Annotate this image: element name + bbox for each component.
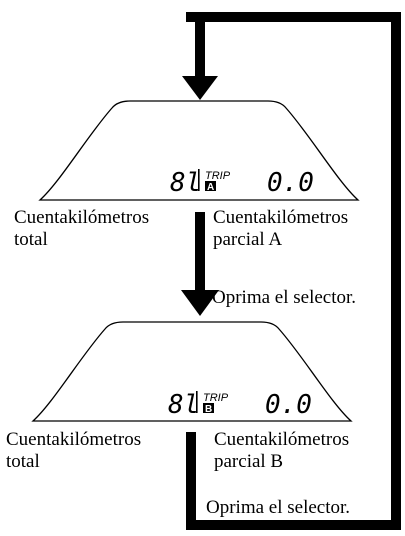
display-b-trip-word: TRIP	[203, 392, 229, 404]
display-a-trip-badge	[205, 181, 216, 191]
display-a-total-label: Cuentakilómetros total	[14, 207, 149, 251]
display-a-trip-label-text: Cuentakilómetros parcial A	[213, 207, 349, 250]
display-a-trip-value: 0.0	[267, 168, 314, 198]
display-b-trip-value: 0.0	[265, 390, 312, 420]
display-b-outline	[31, 321, 353, 422]
display-b-trip-label: Cuentakilómetros parcial B	[214, 429, 349, 473]
display-b-trip-letter: B	[205, 404, 212, 415]
display-b-separator	[196, 391, 198, 413]
display-b-trip-label-text: Cuentakilómetros parcial B	[214, 429, 350, 472]
arrow-into-display-a-head	[182, 76, 218, 100]
display-a-outline	[38, 100, 360, 201]
arrow-into-display-a-shaft	[195, 12, 205, 76]
display-b-total-label: Cuentakilómetros total	[6, 429, 141, 473]
loop-top-bar	[186, 12, 401, 22]
step-press-selector-2: Oprima el selector.	[206, 497, 351, 518]
loop-bottom-bar	[186, 520, 401, 530]
step-press-selector-1: Oprima el selector.	[212, 287, 357, 308]
display-b-trip-badge	[203, 403, 214, 413]
loop-right-bar	[391, 12, 401, 530]
display-a-trip-label: Cuentakilómetros parcial A	[213, 207, 348, 251]
return-line	[186, 432, 196, 530]
display-b-odo-digits: 8l	[168, 390, 199, 420]
display-b-total-label-text: Cuentakilómetros total	[6, 429, 142, 472]
display-a-separator	[198, 169, 200, 191]
display-a-odo-digits: 8l	[170, 168, 201, 198]
display-a-total-label-text: Cuentakilómetros total	[14, 207, 150, 250]
arrow-a-to-b-shaft	[195, 212, 205, 290]
arrow-a-to-b-head	[181, 290, 219, 316]
display-a-trip-letter: A	[207, 182, 214, 193]
display-a-trip-word: TRIP	[205, 170, 231, 182]
